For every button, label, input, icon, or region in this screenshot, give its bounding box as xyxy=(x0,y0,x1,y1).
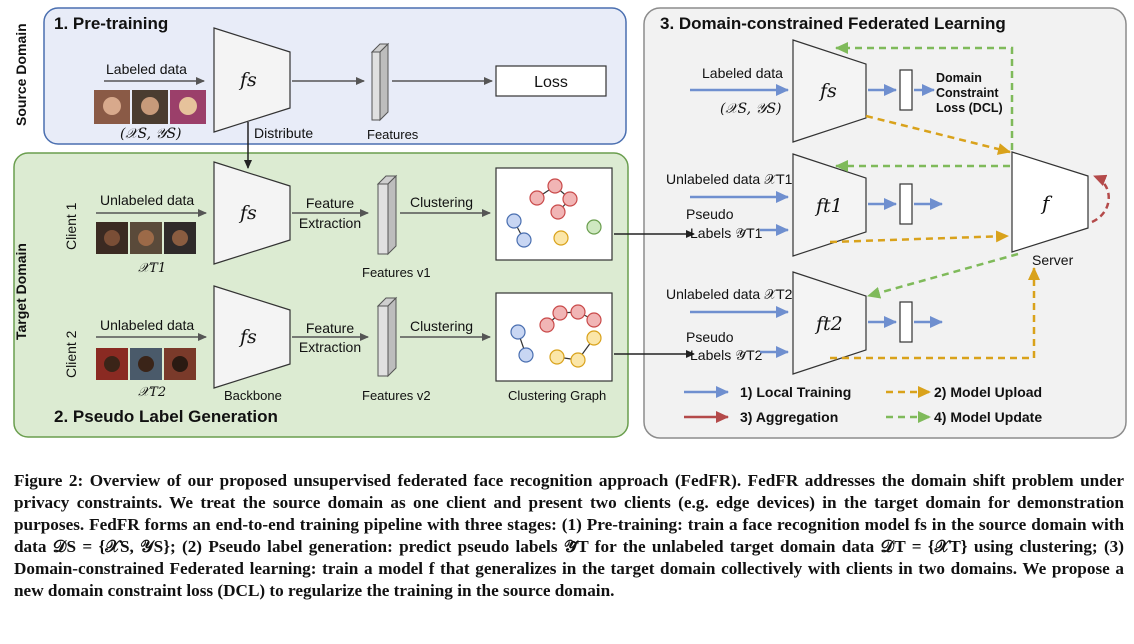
caption-label: Figure 2: xyxy=(14,471,84,490)
legend-model-upload: 2) Model Upload xyxy=(934,384,1042,400)
update-arrow-source xyxy=(835,42,1014,150)
client1-feature-extraction-line1: Feature xyxy=(306,195,354,211)
upload-arrow-client2 xyxy=(830,267,1040,360)
fed-pseudo2-line1: Pseudo xyxy=(686,329,734,345)
client2-feature-extraction-line1: Feature xyxy=(306,320,354,336)
fed-client2-feature xyxy=(899,301,913,343)
pretrain-data-set: (𝒳S, 𝒴S) xyxy=(120,126,182,142)
fed-model-ft2-label: ft2 xyxy=(814,313,843,335)
source-face-thumbnails xyxy=(94,90,206,124)
distribute-label: Distribute xyxy=(254,125,313,141)
pretrain-features-label: Features xyxy=(367,127,419,142)
server-label: Server xyxy=(1032,252,1074,268)
fed-model-ft1-label: ft1 xyxy=(814,195,843,217)
pseudo-label-title: 2. Pseudo Label Generation xyxy=(54,407,278,426)
client1-feature-block xyxy=(376,174,398,256)
client1-model-label: fs xyxy=(238,202,257,224)
source-domain-label: Source Domain xyxy=(13,23,29,126)
legend-aggregation: 3) Aggregation xyxy=(740,409,838,425)
pretraining-title: 1. Pre-training xyxy=(54,14,168,33)
loss-label: Loss xyxy=(534,74,568,91)
fed-unlabeled1: Unlabeled data 𝒳T1 xyxy=(666,171,793,187)
pretrain-model-fs xyxy=(213,27,291,133)
dcl-line2: Constraint xyxy=(936,86,999,100)
client2-model-fs xyxy=(213,285,291,389)
aggregation-arrow xyxy=(1091,174,1110,224)
client1-face-thumbnails xyxy=(96,222,196,254)
client1-cluster-nodes xyxy=(506,178,602,248)
client1-label: Client 1 xyxy=(63,202,79,250)
fed-model-fs xyxy=(792,39,867,143)
fed-model-fs-label: fs xyxy=(818,80,837,102)
client1-clustering-label: Clustering xyxy=(410,194,473,210)
pretrain-feature-block xyxy=(370,42,390,122)
client1-data-symbol: 𝒳T1 xyxy=(138,261,166,276)
upload-arrow-client1 xyxy=(829,230,1009,244)
loss-box xyxy=(495,65,607,97)
client2-clustering-label: Clustering xyxy=(410,318,473,334)
fedfr-diagram: 1. Pre-training 2. Pseudo Label Generati… xyxy=(13,7,1127,439)
legend: 1) Local Training 2) Model Upload 3) Agg… xyxy=(684,384,1042,425)
update-arrow-client2 xyxy=(867,252,1019,299)
pretrain-model-label: fs xyxy=(238,69,257,91)
fed-unlabeled2: Unlabeled data 𝒳T2 xyxy=(666,286,793,302)
fed-source-feature xyxy=(899,69,913,111)
federated-panel xyxy=(643,7,1127,439)
client2-feature-extraction-line2: Extraction xyxy=(299,339,361,355)
client2-model-label: fs xyxy=(238,326,257,348)
client2-data-symbol: 𝒳T2 xyxy=(138,385,166,400)
client2-label: Client 2 xyxy=(63,330,79,378)
legend-model-update: 4) Model Update xyxy=(934,409,1042,425)
fed-pseudo1-line2: Labels 𝒴̃T1 xyxy=(690,225,763,241)
client2-cluster-nodes xyxy=(510,304,602,368)
backbone-label: Backbone xyxy=(224,388,282,403)
client2-unlabeled-label: Unlabeled data xyxy=(100,317,194,333)
client2-feature-block xyxy=(376,296,398,378)
client1-feature-extraction-line2: Extraction xyxy=(299,215,361,231)
client2-face-thumbnails xyxy=(96,348,196,380)
fed-labeled-data: Labeled data xyxy=(702,65,783,81)
clustering-graph-label: Clustering Graph xyxy=(508,388,606,403)
fed-model-ft2 xyxy=(792,271,867,375)
target-domain-label: Target Domain xyxy=(13,243,29,340)
client2-features-label: Features v2 xyxy=(362,388,431,403)
client1-unlabeled-label: Unlabeled data xyxy=(100,192,194,208)
legend-local-training: 1) Local Training xyxy=(740,384,851,400)
fed-pseudo1-line1: Pseudo xyxy=(686,206,734,222)
fed-client1-feature xyxy=(899,183,913,225)
fed-data-set: (𝒳S, 𝒴S) xyxy=(720,101,782,117)
dcl-line1: Domain xyxy=(936,71,982,85)
client1-features-label: Features v1 xyxy=(362,265,431,280)
caption-text: Overview of our proposed unsupervised fe… xyxy=(14,471,1125,600)
pretrain-labeled-data: Labeled data xyxy=(106,61,187,77)
figure-caption: Figure 2: Overview of our proposed unsup… xyxy=(14,470,1124,602)
fed-pseudo2-line2: Labels 𝒴̃T2 xyxy=(690,347,763,363)
dcl-line3: Loss (DCL) xyxy=(936,101,1003,115)
client1-model-fs xyxy=(213,161,291,265)
upload-arrow-source xyxy=(865,114,1011,155)
federated-title: 3. Domain-constrained Federated Learning xyxy=(660,14,1006,33)
server-model xyxy=(1011,151,1089,253)
